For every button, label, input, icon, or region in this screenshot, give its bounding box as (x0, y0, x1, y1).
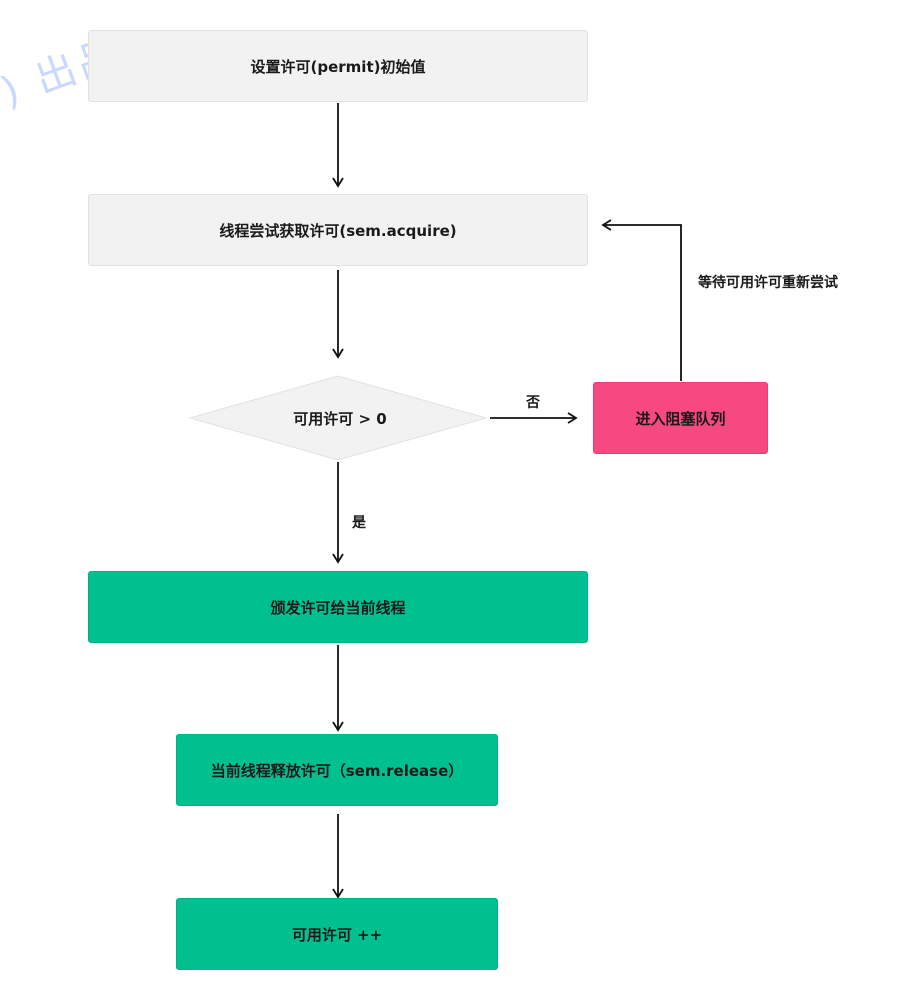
node-try-acquire: 线程尝试获取许可(sem.acquire) (88, 194, 588, 266)
edge-label-retry: 等待可用许可重新尝试 (698, 275, 838, 291)
edge-label-no: 否 (526, 395, 540, 411)
edge-label-yes: 是 (352, 515, 366, 531)
arrow-retry-loop (601, 219, 682, 381)
decision-diamond (188, 375, 488, 461)
node-set-permit: 设置许可(permit)初始值 (88, 30, 588, 102)
node-block-queue: 进入阻塞队列 (593, 382, 768, 454)
node-grant: 颁发许可给当前线程 (88, 571, 588, 643)
node-decision-label: 可用许可 > 0 (293, 409, 387, 428)
node-increment: 可用许可 ++ (176, 898, 498, 970)
node-release: 当前线程释放许可（sem.release） (176, 734, 498, 806)
